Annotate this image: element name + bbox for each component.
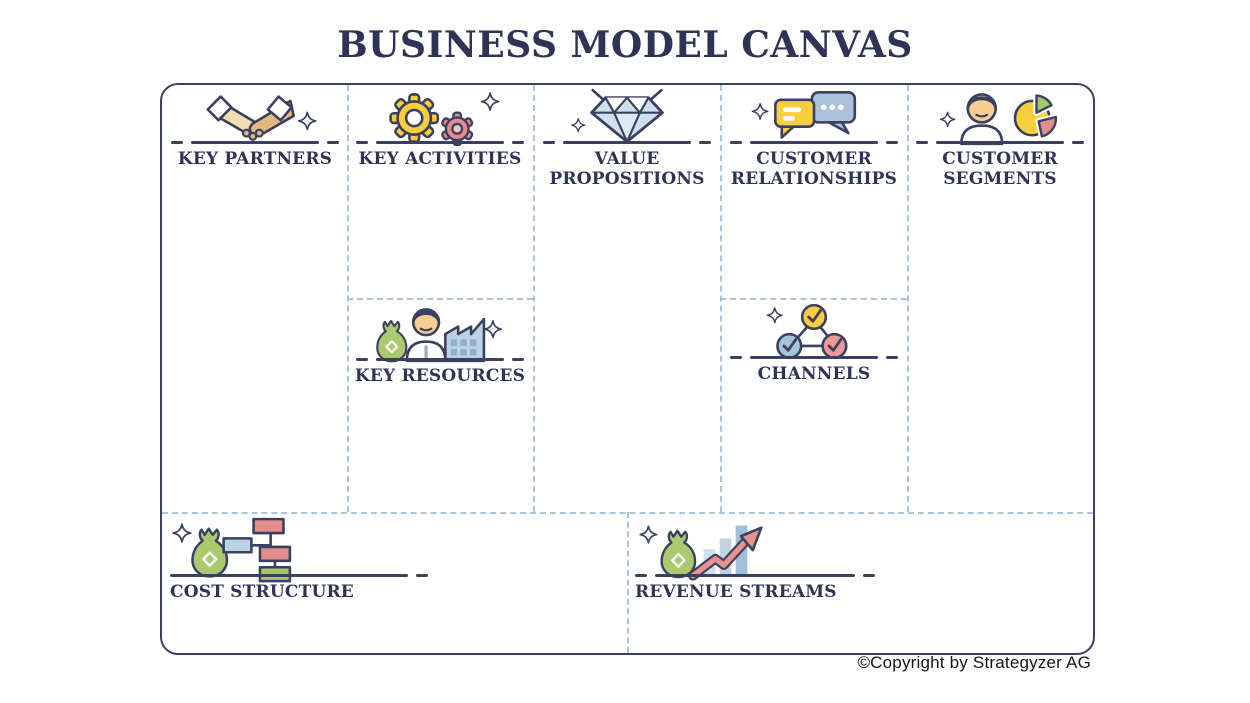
page-title: BUSINESS MODEL CANVAS <box>337 24 913 66</box>
diamond-icon <box>562 88 692 146</box>
section-label: KEY RESOURCES <box>354 366 526 386</box>
section-customer-segments: CUSTOMER SEGMENTS <box>910 88 1090 189</box>
gears-icon <box>375 88 505 147</box>
section-value-propositions: VALUE PROPOSITIONS <box>537 88 717 189</box>
section-underline <box>171 141 339 144</box>
section-customer-relationships: CUSTOMER RELATIONSHIPS <box>724 88 904 189</box>
canvas-grid: KEY PARTNERS <box>160 83 1095 655</box>
divider-cost-revenue <box>627 512 629 653</box>
section-revenue-streams: REVENUE STREAMS <box>635 517 885 602</box>
section-underline <box>356 141 524 144</box>
section-cost-structure: COST STRUCTURE <box>170 517 428 602</box>
section-underline <box>543 141 711 144</box>
section-label: VALUE PROPOSITIONS <box>549 149 705 190</box>
divider-key-activities-resources <box>347 298 533 300</box>
divider-vertical-2 <box>533 85 535 512</box>
person-pie-chart-icon <box>935 88 1065 146</box>
section-underline <box>356 358 524 361</box>
section-key-activities: KEY ACTIVITIES <box>350 88 530 169</box>
section-underline <box>916 141 1084 144</box>
divider-vertical-4 <box>907 85 909 512</box>
section-key-partners: KEY PARTNERS <box>165 88 345 169</box>
copyright-text: ©Copyright by Strategyzer AG <box>857 653 1091 672</box>
section-underline <box>730 141 898 144</box>
chat-bubbles-icon <box>749 88 879 146</box>
section-underline <box>730 356 898 359</box>
section-label: KEY PARTNERS <box>177 149 333 169</box>
section-label: CHANNELS <box>757 364 871 384</box>
section-underline <box>635 574 875 577</box>
section-label: CUSTOMER RELATIONSHIPS <box>730 149 898 190</box>
moneybag-person-factory-icon <box>370 303 510 363</box>
moneybag-flowchart-icon <box>170 517 320 583</box>
handshake-icon <box>190 88 320 146</box>
section-channels: CHANNELS <box>724 303 904 384</box>
divider-relationships-channels <box>720 298 907 300</box>
section-label: REVENUE STREAMS <box>635 582 837 602</box>
section-label: CUSTOMER SEGMENTS <box>942 149 1058 190</box>
section-key-resources: KEY RESOURCES <box>350 303 530 386</box>
section-label: COST STRUCTURE <box>170 582 354 602</box>
section-underline <box>170 574 428 577</box>
moneybag-growth-arrow-icon <box>635 517 785 581</box>
section-label: KEY ACTIVITIES <box>358 149 522 169</box>
linked-checkmarks-icon <box>749 303 879 361</box>
